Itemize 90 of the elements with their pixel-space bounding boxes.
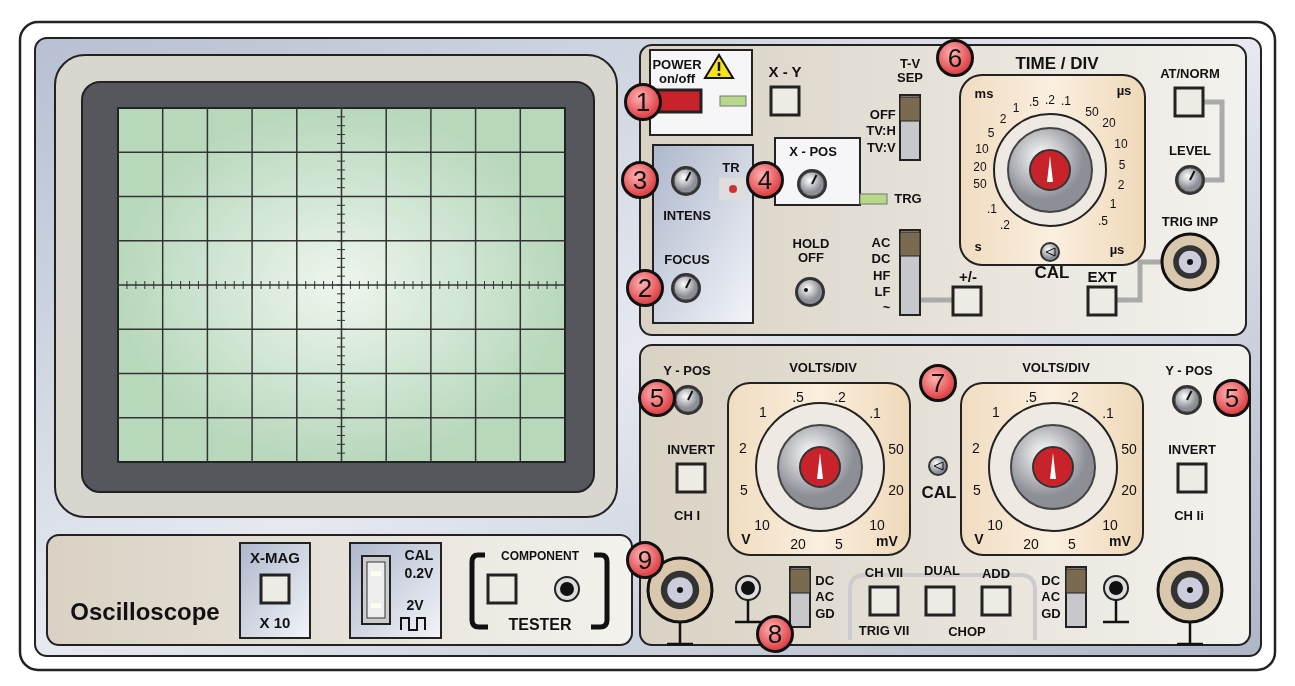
unit-label: V [741,532,751,548]
control-label: INTENS [663,208,711,224]
scale-number: 1 [1109,198,1117,212]
switch-position-labels: CAL 0.2V [404,546,434,582]
control-label: CH I [674,508,700,524]
scale-number: 10 [1102,518,1118,534]
scale-number: 20 [973,161,987,175]
switch-position-labels: AC DC HF LF ~ [871,235,891,317]
scale-number: .2 [1045,94,1055,108]
scale-number: .2 [1000,219,1010,233]
scale-number: 10 [987,518,1003,534]
scale-number: 1 [759,405,767,421]
switch-position-labels: DC AC GD [815,572,835,622]
control-label: TRG [894,191,922,207]
scale-number: .5 [792,390,804,406]
scale-number: 10 [869,518,885,534]
scale-number: 5 [1068,537,1076,553]
control-label: 2V [406,598,424,614]
control-label: TRIG INP [1161,214,1219,230]
scale-number: .2 [834,390,846,406]
control-label: Y - POS [1165,363,1213,379]
control-label: CAL [921,483,957,503]
scale-number: 5 [740,483,748,499]
control-label: X - POS [789,144,837,160]
control-label: VOLTS/DIV [789,360,857,376]
scale-number: .2 [1067,390,1079,406]
scale-number: 5 [973,483,981,499]
scale-number: 1 [1012,102,1020,116]
control-label: AT/NORM [1160,66,1220,82]
control-label: Y - POS [663,363,711,379]
scale-number: 10 [975,143,989,157]
scale-number: 50 [1121,442,1137,458]
unit-label: µs [1116,83,1132,99]
control-label: CH Ii [1174,508,1204,524]
scale-number: 2 [972,441,980,457]
scale-number: 10 [1114,138,1128,152]
scale-number: 5 [835,537,843,553]
control-label: TRIG VII [858,623,910,639]
control-label: X 10 [259,614,291,632]
scale-number: 20 [790,537,806,553]
unit-label: ms [974,86,994,102]
control-label: T-V SEP [897,56,923,86]
scale-number: .1 [1102,406,1114,422]
scale-number: 50 [973,178,987,192]
scale-number: 20 [888,483,904,499]
scale-number: .1 [987,203,997,217]
control-label: CAL [1034,263,1070,283]
scale-number: .1 [1061,95,1071,109]
scale-number: .5 [1025,390,1037,406]
scale-number: 50 [1085,106,1099,120]
control-label: VOLTS/DIV [1022,360,1090,376]
scale-number: 5 [987,127,995,141]
control-label: LEVEL [1169,143,1211,159]
control-label: EXT [1087,268,1117,286]
scale-number: 50 [888,442,904,458]
scale-number: 20 [1102,117,1116,131]
control-label: ADD [981,566,1011,582]
scale-number: 1 [992,405,1000,421]
unit-label: s [974,239,982,255]
control-label: +/- [959,268,977,286]
control-label: INVERT [1168,442,1216,458]
scale-number: 20 [1121,483,1137,499]
control-label: HOLD OFF [792,236,830,266]
scale-number: 5 [1118,159,1126,173]
scale-number: .5 [1029,96,1039,110]
control-label: INVERT [667,442,715,458]
unit-label: V [974,532,984,548]
scale-number: 10 [754,518,770,534]
control-label: TR [722,160,740,176]
control-label: TIME / DIV [1015,54,1099,74]
scale-number: .1 [869,406,881,422]
scale-number: 2 [739,441,747,457]
scale-number: 20 [1023,537,1039,553]
control-label: TESTER [508,616,572,634]
control-label: COMPONENT [501,550,579,564]
scale-number: 2 [999,113,1007,127]
unit-label: µs [1109,242,1125,258]
control-label: DUAL [923,563,961,579]
panel-title: Oscilloscope [70,598,220,626]
control-label: FOCUS [664,252,710,268]
scale-number: .5 [1098,215,1108,229]
switch-position-labels: DC AC GD [1041,572,1061,622]
unit-label: mV [1109,534,1131,550]
switch-position-labels: OFF TV:H TV:V [866,106,896,156]
scale-number: 2 [1117,179,1125,193]
control-label: CH VII [864,565,904,581]
control-label: X - Y [768,63,802,81]
control-label: X-MAG [250,549,300,567]
unit-label: mV [876,534,898,550]
control-label: CHOP [948,624,986,640]
